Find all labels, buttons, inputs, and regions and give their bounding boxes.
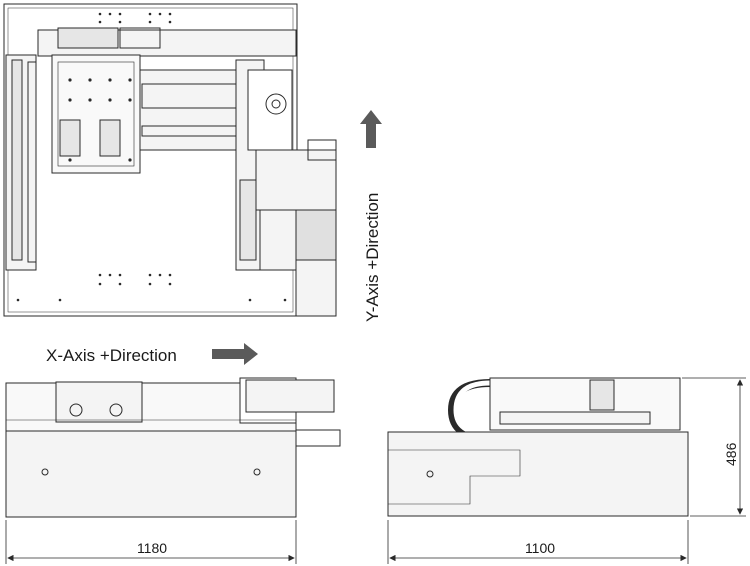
x-axis-arrow <box>212 343 258 365</box>
front-view <box>5 377 341 518</box>
y-axis-arrow <box>360 110 382 148</box>
side-view <box>387 377 689 517</box>
side-height-dimension <box>682 377 746 517</box>
top-view <box>3 3 337 317</box>
y-axis-label: Y-Axis +Direction <box>363 193 382 322</box>
x-axis-label: X-Axis +Direction <box>46 346 177 365</box>
front-base <box>5 430 297 518</box>
side-width-dimension <box>387 520 689 564</box>
side-base <box>387 431 689 517</box>
front-width-value: 1180 <box>137 540 167 556</box>
side-height-value: 486 <box>723 442 739 466</box>
y-gantry <box>139 69 241 151</box>
side-width-value: 1100 <box>525 540 555 556</box>
front-width-dimension <box>5 520 297 564</box>
